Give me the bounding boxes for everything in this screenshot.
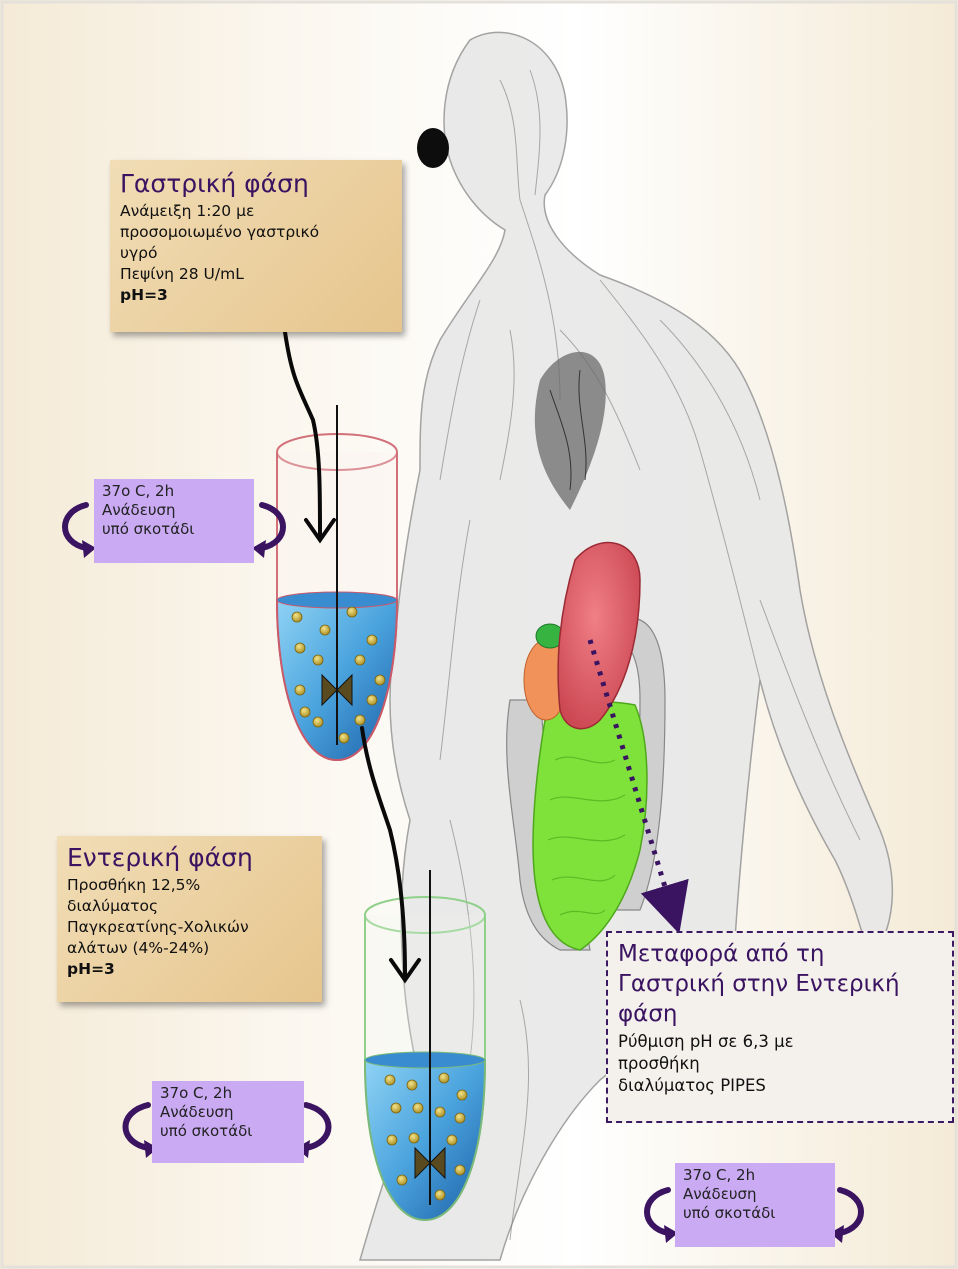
transfer-title-line3: φάση [618,1001,942,1028]
gastric-phase-line4: Πεψίνη 28 U/mL [120,264,392,285]
condition-stirring: Ανάδευση [683,1185,827,1204]
intestinal-phase-line4: αλάτων (4%-24%) [67,938,312,959]
transfer-title-line2: Γαστρική στην Εντερική [618,971,942,998]
condition-stirring: Ανάδευση [160,1103,296,1122]
transfer-line2: προσθήκη [618,1053,942,1075]
tube-intestinal [365,870,485,1220]
condition-stirring: Ανάδευση [102,501,246,520]
transfer-line1: Ρύθμιση pH σε 6,3 με [618,1031,942,1053]
gastric-phase-line1: Ανάμειξη 1:20 με [120,201,392,222]
gastric-phase-line2: προσομοιωμένο γαστρικό [120,222,392,243]
gastric-phase-line3: υγρό [120,243,392,264]
intestinal-phase-box: Εντερική φάση Προσθήκη 12,5% διαλύματος … [57,836,322,1002]
condition-label-intestinal: 37ο C, 2h Ανάδευση υπό σκοτάδι [152,1081,304,1163]
condition-label-gastric: 37ο C, 2h Ανάδευση υπό σκοτάδι [94,479,254,563]
transfer-title-line1: Μεταφορά από τη [618,941,942,968]
intestinal-phase-line2: διαλύματος [67,896,312,917]
tube-gastric [277,405,397,760]
condition-temp-time: 37ο C, 2h [160,1084,296,1103]
condition-darkness: υπό σκοτάδι [160,1122,296,1141]
gastric-phase-title: Γαστρική φάση [120,169,392,198]
condition-darkness: υπό σκοτάδι [102,520,246,539]
transfer-box: Μεταφορά από τη Γαστρική στην Εντερική φ… [606,931,954,1123]
intestinal-phase-title: Εντερική φάση [67,843,312,872]
intestinal-phase-line1: Προσθήκη 12,5% [67,875,312,896]
eye-marker [417,128,449,168]
condition-label-transfer: 37ο C, 2h Ανάδευση υπό σκοτάδι [675,1163,835,1247]
gastric-phase-box: Γαστρική φάση Ανάμειξη 1:20 με προσομοιω… [110,160,402,332]
intestinal-phase-line3: Παγκρεατίνης-Χολικών [67,917,312,938]
condition-temp-time: 37ο C, 2h [102,482,246,501]
gastric-phase-ph: pH=3 [120,285,392,306]
intestinal-phase-ph: pH=3 [67,959,312,980]
condition-darkness: υπό σκοτάδι [683,1204,827,1223]
transfer-line3: διαλύματος PIPES [618,1075,942,1097]
condition-temp-time: 37ο C, 2h [683,1166,827,1185]
